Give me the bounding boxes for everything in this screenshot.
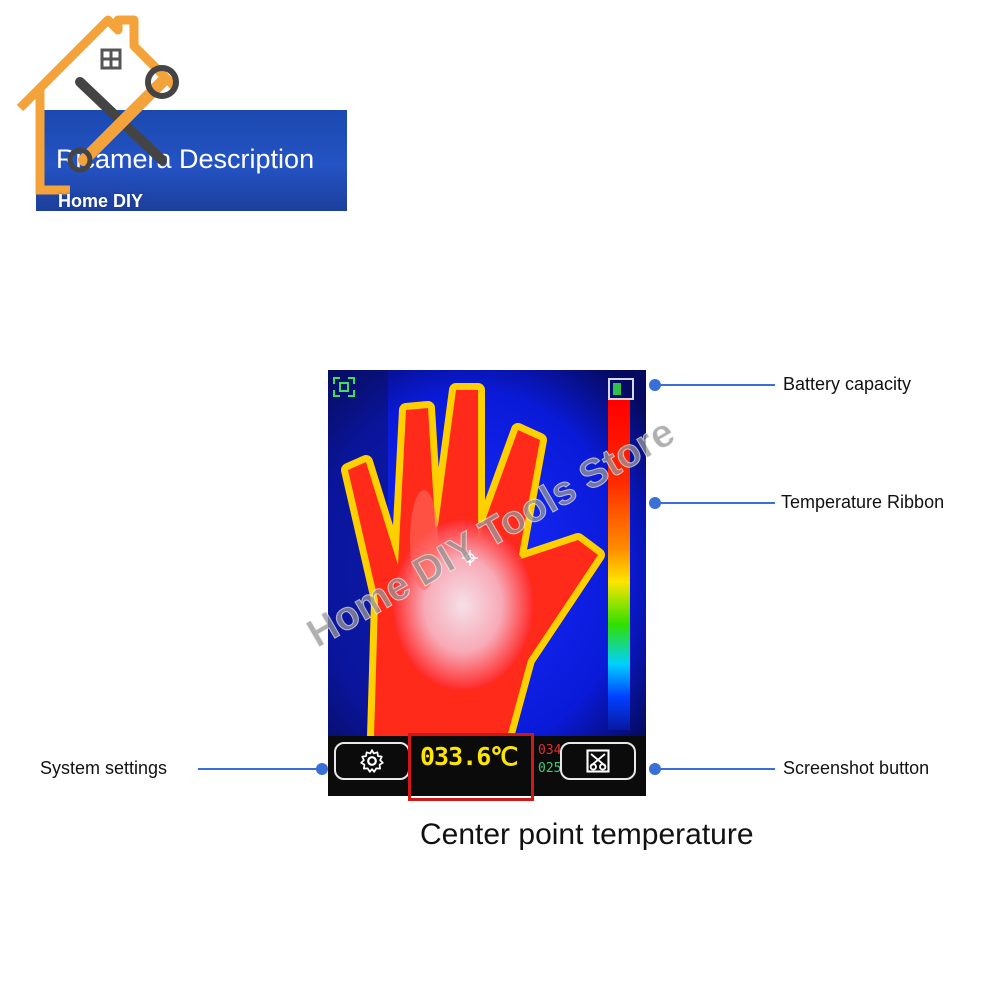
home-diy-logo xyxy=(16,15,180,195)
device-screen: 033.6℃ 034 025 xyxy=(328,370,646,796)
ribbon-callout: Temperature Ribbon xyxy=(781,492,945,512)
screenshot-button[interactable] xyxy=(560,742,636,780)
min-temperature: 025 xyxy=(538,761,562,776)
battery-callout: Battery capacity xyxy=(783,374,912,394)
max-temperature: 034 xyxy=(538,743,562,758)
battery-icon xyxy=(608,378,634,400)
gear-icon xyxy=(360,749,384,773)
logo-text: Home DIY xyxy=(58,191,144,211)
settings-callout: System settings xyxy=(40,758,168,778)
settings-button[interactable] xyxy=(334,742,410,780)
center-temperature-highlight xyxy=(408,733,534,801)
screenshot-callout: Screenshot button xyxy=(783,758,930,778)
center-temperature: 033.6℃ xyxy=(420,742,518,771)
center-temperature-caption: Center point temperature xyxy=(420,818,754,851)
focus-target-icon xyxy=(332,376,356,398)
thermal-image xyxy=(328,370,646,777)
temperature-ribbon xyxy=(608,400,630,730)
screenshot-icon xyxy=(586,749,610,773)
